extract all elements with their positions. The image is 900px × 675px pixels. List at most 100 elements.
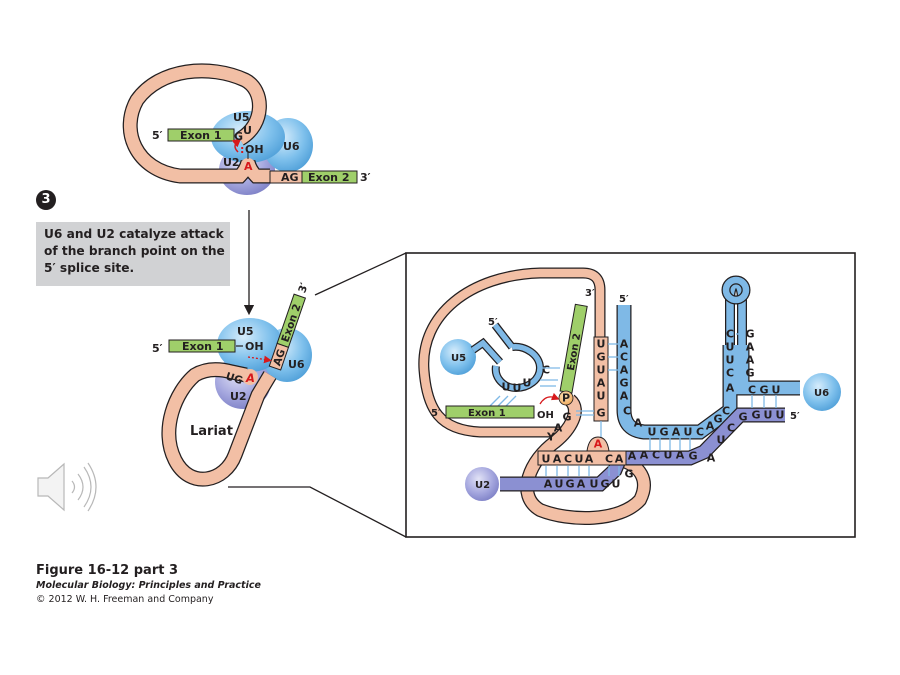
top-spliceosome: U5 U6 U2 5′ Exon 1 G U : OH A AG Exon 2 … (122, 63, 371, 195)
nucleotide: G (659, 426, 668, 439)
ug-label: UG (224, 370, 244, 387)
nucleotide: U (772, 384, 781, 397)
nucleotide: U (590, 478, 599, 491)
nucleotide: U (555, 478, 564, 491)
ag-label: AG (281, 171, 299, 184)
nucleotide: U (612, 478, 621, 491)
nucleotide: G (619, 377, 628, 390)
ag-label: AG (271, 348, 288, 368)
nucleotide: A (620, 338, 629, 351)
nucleotide: U (717, 434, 726, 447)
u2-label: U2 (230, 390, 247, 403)
exon1-label: Exon 1 (182, 340, 223, 353)
five-prime-label: 5′ (152, 129, 163, 142)
nucleotide: C (726, 328, 734, 341)
u2-label: U2 (475, 480, 490, 491)
nucleotide: A (554, 422, 563, 435)
nucleotide: U (597, 364, 606, 377)
nucleotide: U (502, 381, 511, 394)
nucleotide: A (676, 449, 685, 462)
nucleotide: A (634, 417, 643, 430)
speaker-icon[interactable] (37, 462, 97, 512)
u6-label: U6 (288, 358, 305, 371)
nucleotide: U (664, 449, 673, 462)
figure-title: Figure 16-12 part 3 (36, 563, 179, 578)
nucleotide: G (596, 351, 605, 364)
nucleotide: C (564, 453, 572, 466)
u5-snrnp (440, 339, 476, 375)
nucleotide: G (745, 328, 754, 341)
nucleotide: G (759, 384, 768, 397)
g-label: G (234, 130, 243, 143)
oh-label: OH (245, 143, 264, 156)
nucleotide: A (746, 341, 755, 354)
attack-arrow-icon (247, 355, 272, 364)
colon-label: : (240, 143, 244, 156)
nucleotide: A (706, 420, 715, 433)
nucleotide: A (615, 453, 624, 466)
nucleotide: A (585, 453, 594, 466)
u-label: U (243, 124, 252, 137)
attack-arrow-icon (231, 138, 242, 153)
step-description-box (36, 222, 230, 286)
exon2-bar (276, 293, 307, 348)
u2-branch-nucleotides: A U G A U G U (544, 478, 621, 491)
nucleotide: U (597, 338, 606, 351)
nucleotide: G (751, 409, 760, 422)
nucleotide: U (684, 426, 693, 439)
nucleotide: C (623, 405, 631, 418)
nucleotide: A (640, 449, 649, 462)
nucleotide: C (727, 422, 735, 435)
u5-label: U5 (233, 111, 250, 124)
u6-hairpin-right-nucleotides: G A A G (745, 328, 754, 380)
zoom-connector-bottom (228, 486, 407, 538)
nucleotide: C (542, 364, 550, 377)
exon1-bar (168, 339, 236, 353)
nucleotide: U (597, 390, 606, 403)
three-prime-label: 3′ (360, 171, 371, 184)
u2-label: U2 (223, 156, 240, 169)
nucleotide: A (597, 377, 606, 390)
exon2-three-prime-label: 3′ (585, 288, 595, 299)
intron-stem-nucleotides: U G U A U G (596, 338, 605, 420)
nucleotide: G (713, 413, 722, 426)
nucleotide: A (577, 478, 586, 491)
u2-diagonal-nucleotides: G C U A (707, 411, 748, 465)
u5-loop-nucleotides: U U U C (502, 364, 551, 395)
nucleotide: A (544, 478, 553, 491)
nucleotide: U (575, 453, 584, 466)
exon2-label: Exon 2 (308, 171, 349, 184)
nucleotide: A (707, 452, 716, 465)
nucleotide: A (672, 426, 681, 439)
nucleotide: A (726, 382, 735, 395)
oh-label: OH (245, 340, 264, 353)
nucleotide: G (600, 478, 609, 491)
detail-diagram: U5 5′ U U U C Exon 2 3′ 5′ Exon 1 OH (418, 267, 841, 525)
nucleotide: C (748, 384, 756, 397)
u6-five-prime-label: 5′ (619, 294, 629, 305)
u6-label: U6 (814, 388, 829, 399)
nucleotide: G (688, 450, 697, 463)
nucleotide: C (605, 453, 613, 466)
nucleotide: Y (546, 431, 556, 444)
nucleotide: C (696, 426, 704, 439)
nucleotide: C (726, 367, 734, 380)
nucleotide: A (553, 453, 562, 466)
nucleotide: U (542, 453, 551, 466)
u2-mid-nucleotides: A A C U A G (628, 449, 698, 463)
nucleotide: A (620, 364, 629, 377)
oh-label: OH (537, 410, 554, 421)
copyright: © 2012 W. H. Freeman and Company (36, 594, 214, 605)
u6-cgu-nucleotides: C G U (748, 384, 781, 397)
middle-spliceosome: AG Exon 2 3′ U5 U6 U2 5′ Exon 1 OH UG A … (152, 281, 312, 487)
exon1-bar (445, 405, 535, 419)
nucleotide: U (764, 409, 773, 422)
step-description: U6 and U2 catalyze attack of the branch … (44, 227, 225, 275)
intron-branch-segment (537, 450, 627, 466)
nucleotide: U (776, 409, 785, 422)
u6-left-stem-nucleotides: A C A G A C (619, 338, 631, 418)
branch-a-label: A (594, 438, 603, 451)
nucleotide: C (620, 351, 628, 364)
three-prime-label: 3′ (296, 281, 311, 295)
phosphate-icon (558, 390, 574, 406)
